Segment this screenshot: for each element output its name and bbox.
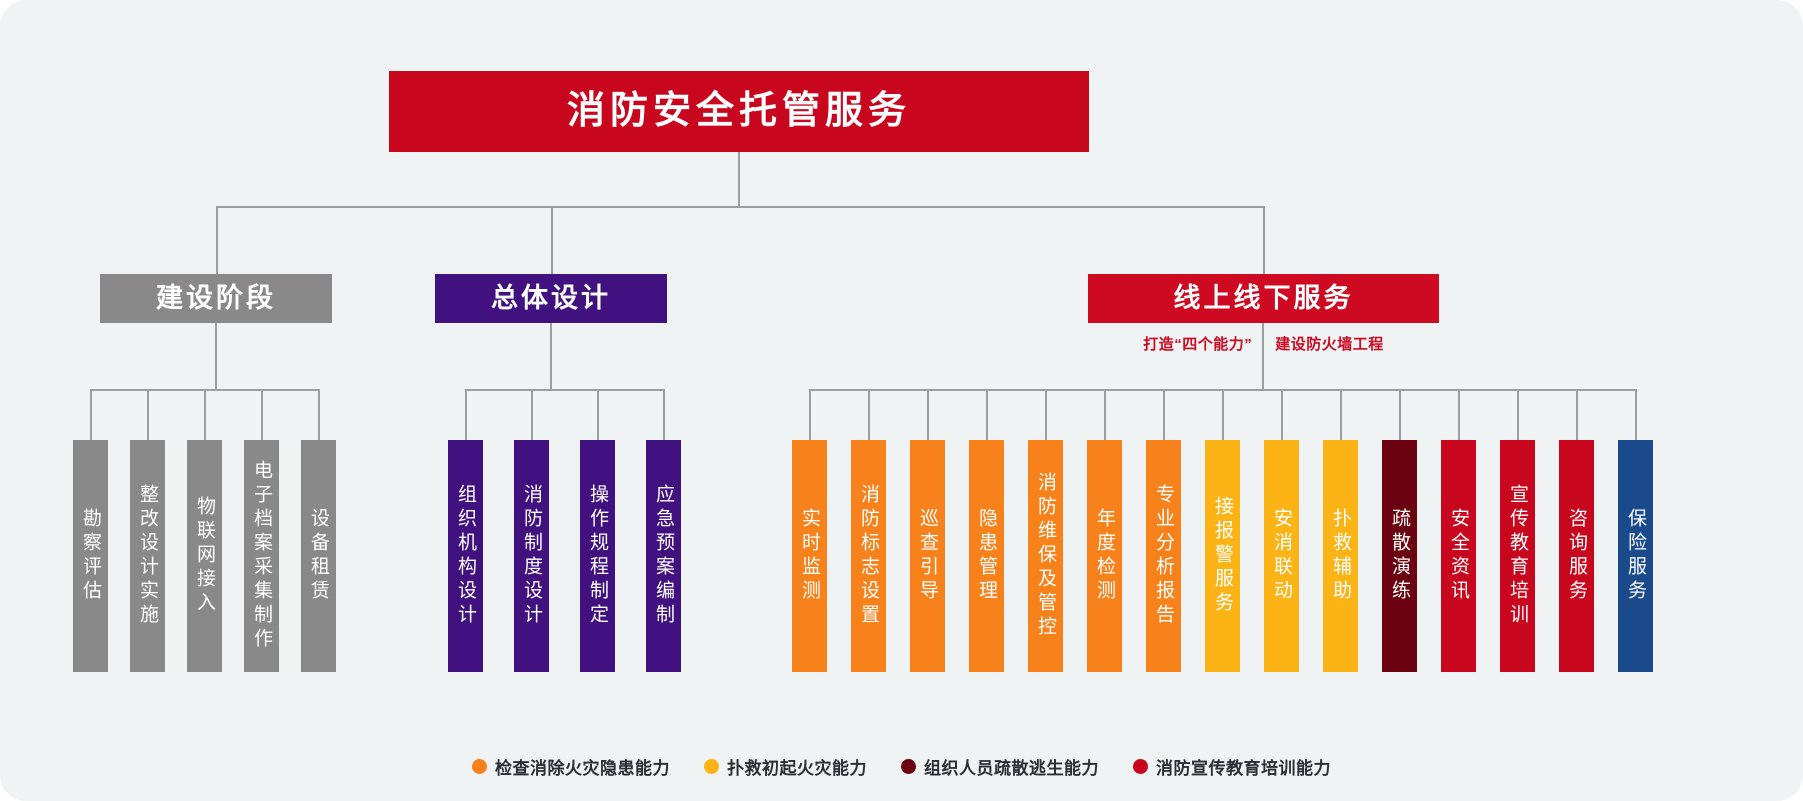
connector-stem-2-7 [1221, 389, 1224, 440]
leaf-node[interactable]: 操作规程制定 [580, 440, 615, 672]
leaf-node[interactable]: 电子档案采集制作 [244, 440, 279, 672]
leaf-node[interactable]: 年度检测 [1087, 440, 1122, 672]
connector-stem-1-0 [464, 389, 467, 440]
connector-stem-2-10 [1398, 389, 1401, 440]
legend-color-dot-icon [901, 759, 916, 774]
connector-stem-1-1 [530, 389, 533, 440]
leaf-node[interactable]: 消防标志设置 [851, 440, 886, 672]
connector-stem-2-5 [1103, 389, 1106, 440]
leaf-node[interactable]: 消防维保及管控 [1028, 440, 1063, 672]
leaf-node[interactable]: 勘察评估 [73, 440, 108, 672]
connector-level2-bus [216, 206, 1264, 208]
branch-design[interactable]: 总体设计 [435, 274, 667, 323]
connector-stem-2-0 [808, 389, 811, 440]
leaf-node[interactable]: 组织机构设计 [448, 440, 483, 672]
leaf-node[interactable]: 整改设计实施 [130, 440, 165, 672]
service-subtitle: 打造“四个能力” 建设防火墙工程 [1088, 333, 1439, 354]
connector-stem-2-8 [1280, 389, 1283, 440]
legend-item: 检查消除火灾隐患能力 [472, 754, 670, 779]
connector-stem-2-11 [1457, 389, 1460, 440]
root-node: 消防安全托管服务 [389, 71, 1089, 152]
leaf-node[interactable]: 巡查引导 [910, 440, 945, 672]
leaf-node[interactable]: 物联网接入 [187, 440, 222, 672]
connector-to-design [551, 206, 553, 274]
branch-construction[interactable]: 建设阶段 [100, 274, 332, 323]
legend-color-dot-icon [1133, 759, 1148, 774]
legend-item: 消防宣传教育培训能力 [1133, 754, 1331, 779]
connector-stem-2-3 [985, 389, 988, 440]
connector-stem-2-12 [1516, 389, 1519, 440]
leaf-node[interactable]: 应急预案编制 [646, 440, 681, 672]
connector-stem-0-4 [317, 389, 320, 440]
legend-label: 扑救初起火灾能力 [727, 759, 867, 778]
connector-stem-2-13 [1575, 389, 1578, 440]
connector-group-bus-1 [465, 389, 664, 391]
leaf-node[interactable]: 设备租赁 [301, 440, 336, 672]
connector-stem-2-9 [1339, 389, 1342, 440]
leaf-node[interactable]: 专业分析报告 [1146, 440, 1181, 672]
legend-color-dot-icon [704, 759, 719, 774]
legend-item: 组织人员疏散逃生能力 [901, 754, 1099, 779]
legend-label: 检查消除火灾隐患能力 [495, 759, 670, 778]
connector-stem-2-1 [867, 389, 870, 440]
leaf-node[interactable]: 安全资讯 [1441, 440, 1476, 672]
legend: 检查消除火灾隐患能力 扑救初起火灾能力 组织人员疏散逃生能力 消防宣传教育培训能力 [0, 754, 1803, 779]
connector-stem-0-2 [203, 389, 206, 440]
leaf-node[interactable]: 咨询服务 [1559, 440, 1594, 672]
connector-root-down [738, 152, 740, 206]
leaf-node[interactable]: 疏散演练 [1382, 440, 1417, 672]
connector-group-drop-0 [215, 323, 217, 389]
connector-stem-2-14 [1634, 389, 1637, 440]
leaf-node[interactable]: 保险服务 [1618, 440, 1653, 672]
connector-stem-1-2 [596, 389, 599, 440]
leaf-node[interactable]: 消防制度设计 [514, 440, 549, 672]
connector-stem-0-3 [260, 389, 263, 440]
connector-stem-2-2 [926, 389, 929, 440]
subtitle-right: 建设防火墙工程 [1275, 336, 1384, 353]
connector-stem-0-1 [146, 389, 149, 440]
connector-to-construction [216, 206, 218, 274]
leaf-node[interactable]: 安消联动 [1264, 440, 1299, 672]
branch-service[interactable]: 线上线下服务 [1088, 274, 1439, 323]
connector-group-drop-1 [550, 323, 552, 389]
leaf-node[interactable]: 隐患管理 [969, 440, 1004, 672]
connector-group-drop-2 [1262, 323, 1264, 389]
connector-stem-2-6 [1162, 389, 1165, 440]
leaf-node[interactable]: 接报警服务 [1205, 440, 1240, 672]
leaf-node[interactable]: 宣传教育培训 [1500, 440, 1535, 672]
leaf-node[interactable]: 实时监测 [792, 440, 827, 672]
connector-stem-2-4 [1044, 389, 1047, 440]
legend-item: 扑救初起火灾能力 [704, 754, 867, 779]
connector-stem-0-0 [89, 389, 92, 440]
legend-label: 消防宣传教育培训能力 [1156, 759, 1331, 778]
connector-stem-1-3 [662, 389, 665, 440]
legend-color-dot-icon [472, 759, 487, 774]
subtitle-left: 打造“四个能力” [1143, 336, 1253, 353]
legend-label: 组织人员疏散逃生能力 [924, 759, 1099, 778]
connector-to-service [1263, 206, 1265, 274]
leaf-node[interactable]: 扑救辅助 [1323, 440, 1358, 672]
